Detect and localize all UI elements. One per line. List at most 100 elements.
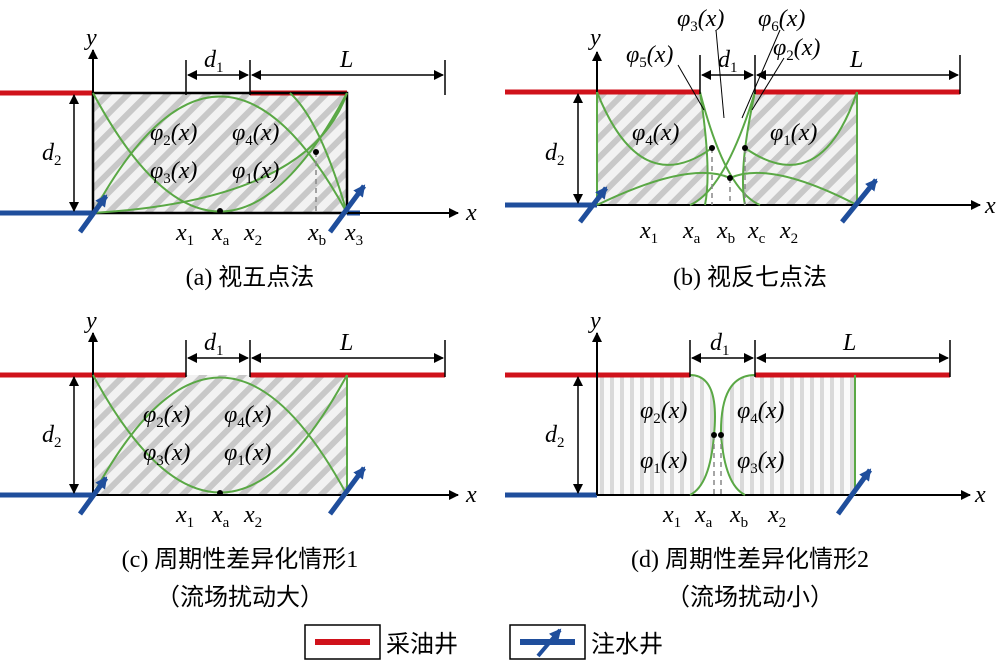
y-axis-label: y xyxy=(84,308,97,334)
intersection-point xyxy=(217,490,223,496)
leader-line xyxy=(715,29,725,119)
panel-caption-sub: （流场扰动小） xyxy=(666,584,834,611)
x-tick-label: xb xyxy=(729,502,748,531)
x-tick-label: x2 xyxy=(243,220,262,249)
x-tick-label: x2 xyxy=(243,502,262,531)
legend-production-well: 采油井 xyxy=(386,631,458,658)
phi-label: φ1(x) xyxy=(640,448,687,477)
x-tick-label: xa xyxy=(211,502,230,531)
intersection-point xyxy=(313,149,319,155)
panel-caption-sub: （流场扰动大） xyxy=(156,584,324,611)
y-axis-label: y xyxy=(588,308,601,334)
x-tick-label: xb xyxy=(307,220,326,249)
leader-line xyxy=(751,57,785,111)
d2-label: d2 xyxy=(545,422,565,451)
panel-caption: (d) 周期性差异化情形2 xyxy=(631,546,869,573)
panel-b: y x d1 L d2 φ3(x) φ6(x) φ5(x) φ2(x) φ4(x… xyxy=(505,6,996,291)
intersection-point xyxy=(711,432,717,438)
y-axis-label: y xyxy=(84,25,97,51)
phi-label: φ5(x) xyxy=(626,42,673,71)
phi-curve xyxy=(92,92,348,214)
phi-curve xyxy=(289,92,348,214)
d1-label: d1 xyxy=(204,330,224,359)
panel-caption: (a) 视五点法 xyxy=(186,264,315,291)
phi-label: φ3(x) xyxy=(737,448,784,477)
hatched-region xyxy=(720,375,855,495)
d1-label: d1 xyxy=(204,47,224,76)
phi-label: φ4(x) xyxy=(224,402,271,431)
phi-label: φ2(x) xyxy=(773,35,820,64)
phi-curve xyxy=(92,95,348,214)
x-axis-label: x xyxy=(465,482,477,508)
phi-label: φ1(x) xyxy=(770,120,817,149)
intersection-point xyxy=(217,208,223,214)
phi-label: φ2(x) xyxy=(640,398,687,427)
phi-curve xyxy=(92,376,348,496)
y-axis-label: y xyxy=(588,25,601,51)
x-tick-label: x2 xyxy=(779,218,798,247)
injection-arrow-icon xyxy=(327,184,367,234)
phi-label: φ3(x) xyxy=(677,6,724,35)
L-label: L xyxy=(849,47,863,73)
panel-a: y x d1 L d2 φ2(x) φ4(x) φ3(x) φ1(x) x1 x… xyxy=(0,25,477,291)
x-tick-label: x1 xyxy=(639,218,658,247)
phi-label: φ2(x) xyxy=(143,402,190,431)
phi-curve xyxy=(596,91,713,166)
intersection-point xyxy=(709,145,715,151)
phi-curve xyxy=(741,91,756,206)
phi-curve xyxy=(689,91,756,206)
phi-label: φ1(x) xyxy=(224,440,271,469)
panel-caption: (c) 周期性差异化情形1 xyxy=(122,546,359,573)
phi-label: φ3(x) xyxy=(143,440,190,469)
injection-arrow-icon xyxy=(578,186,608,224)
hatched-region xyxy=(742,92,857,205)
L-label: L xyxy=(842,330,856,356)
panel-d: y x d1 L d2 φ2(x) φ4(x) φ1(x) φ3(x) x1 x… xyxy=(505,308,986,611)
intersection-point xyxy=(718,432,724,438)
phi-label: φ4(x) xyxy=(737,398,784,427)
hatched-region xyxy=(93,375,347,495)
d1-label: d1 xyxy=(710,330,730,359)
injection-arrow-icon xyxy=(840,178,878,224)
phi-label: φ4(x) xyxy=(232,120,279,149)
phi-label: φ6(x) xyxy=(758,6,805,35)
d1-label: d1 xyxy=(718,47,738,76)
x-tick-label: x3 xyxy=(344,220,363,249)
phi-label: φ1(x) xyxy=(232,158,279,187)
d2-label: d2 xyxy=(42,422,62,451)
x-tick-label: x1 xyxy=(175,220,194,249)
x-tick-label: x2 xyxy=(767,502,786,531)
d2-label: d2 xyxy=(42,140,62,169)
injection-arrow-icon xyxy=(77,476,109,516)
leader-line xyxy=(677,64,705,111)
x-tick-label: xa xyxy=(211,220,230,249)
intersection-point xyxy=(742,145,748,151)
injection-arrow-icon xyxy=(536,628,562,658)
x-tick-label: x1 xyxy=(662,502,681,531)
panel-caption: (b) 视反七点法 xyxy=(673,264,827,291)
L-label: L xyxy=(339,330,353,356)
hatched-region xyxy=(597,375,715,495)
legend-swatch-box xyxy=(509,624,586,660)
injection-arrow-icon xyxy=(835,468,873,516)
phi-label: φ3(x) xyxy=(150,158,197,187)
d2-label: d2 xyxy=(545,140,565,169)
hatched-region xyxy=(597,92,708,205)
intersection-point xyxy=(727,175,733,181)
x-tick-label: xc xyxy=(747,218,766,247)
injection-arrow-icon xyxy=(327,466,367,516)
legend: 采油井 注水井 xyxy=(304,624,663,660)
phi-curve xyxy=(744,91,858,166)
injection-arrow-icon xyxy=(77,194,109,234)
x-axis-label: x xyxy=(465,200,477,226)
x-tick-label: xa xyxy=(694,502,713,531)
x-axis-label: x xyxy=(984,193,996,219)
x-tick-label: x1 xyxy=(175,502,194,531)
phi-curve xyxy=(699,91,761,206)
legend-injection-well: 注水井 xyxy=(591,631,663,658)
legend-swatch-box xyxy=(304,624,381,660)
x-axis-label: x xyxy=(974,482,986,508)
L-label: L xyxy=(339,47,353,73)
x-tick-label: xa xyxy=(682,218,701,247)
